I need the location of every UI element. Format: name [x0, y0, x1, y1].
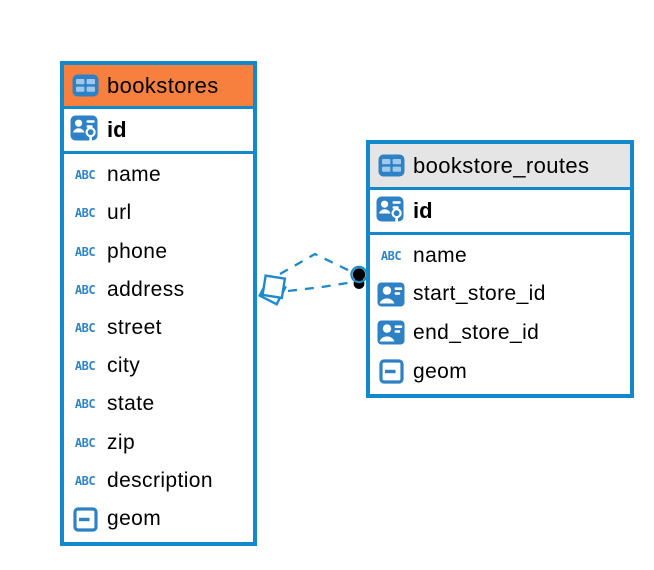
column-row[interactable]: ABC phone: [64, 232, 253, 270]
text-type-icon: ABC: [74, 435, 96, 450]
column-row-id[interactable]: id: [370, 190, 630, 235]
column-row[interactable]: ABC city: [64, 347, 253, 385]
primary-key-icon: [70, 115, 100, 146]
column-name: city: [107, 354, 141, 378]
column-row[interactable]: geom: [370, 352, 630, 391]
column-name: start_store_id: [413, 282, 546, 306]
text-type-icon: ABC: [74, 282, 96, 297]
column-row[interactable]: start_store_id: [370, 275, 630, 314]
table-name: bookstore_routes: [413, 152, 590, 178]
text-type-icon: ABC: [74, 397, 96, 412]
text-type-icon: ABC: [74, 473, 96, 488]
relationship-line-start-store[interactable]: [279, 252, 355, 275]
table-name: bookstores: [107, 72, 219, 98]
column-name: address: [107, 277, 185, 301]
text-type-icon: ABC: [74, 168, 96, 183]
column-name: id: [413, 198, 433, 223]
column-row[interactable]: ABC description: [64, 462, 253, 500]
column-row[interactable]: ABC state: [64, 385, 253, 423]
text-type-icon: ABC: [74, 359, 96, 374]
column-row[interactable]: ABC address: [64, 271, 253, 309]
column-name: street: [107, 315, 162, 339]
relationship-endpoint-dot[interactable]: [350, 265, 368, 289]
column-row[interactable]: ABC url: [64, 194, 253, 232]
column-name: geom: [413, 359, 468, 383]
text-type-icon: ABC: [74, 320, 96, 335]
column-name: url: [107, 201, 132, 225]
text-type-icon: ABC: [380, 248, 402, 263]
table-icon: [70, 74, 100, 97]
column-name: phone: [107, 239, 168, 263]
relationship-line-end-store[interactable]: [287, 280, 355, 293]
column-name: zip: [107, 430, 136, 454]
text-type-icon: ABC: [74, 206, 96, 221]
column-name: id: [107, 117, 127, 142]
column-name: end_store_id: [413, 320, 540, 344]
geometry-type-icon: [70, 507, 100, 532]
column-row[interactable]: end_store_id: [370, 314, 630, 353]
table-bookstores[interactable]: bookstores id ABC name: [60, 61, 257, 546]
table-icon: [376, 154, 406, 177]
primary-key-icon: [376, 196, 406, 227]
geometry-type-icon: [376, 359, 406, 384]
table-bookstore-routes-columns: ABC name start_store_id: [370, 235, 630, 394]
foreign-key-icon: [376, 320, 406, 345]
column-row-id[interactable]: id: [64, 109, 253, 154]
column-name: description: [107, 468, 213, 492]
table-bookstores-columns: ABC name ABC url ABC phone ABC address A…: [64, 154, 253, 542]
text-type-icon: ABC: [74, 244, 96, 259]
column-row[interactable]: geom: [64, 500, 253, 539]
column-name: geom: [107, 507, 162, 531]
column-row[interactable]: ABC zip: [64, 423, 253, 461]
relationship-source-anchor[interactable]: [258, 274, 287, 306]
column-row[interactable]: ABC street: [64, 309, 253, 347]
foreign-key-icon: [376, 282, 406, 307]
column-name: state: [107, 392, 155, 416]
column-row[interactable]: ABC name: [370, 237, 630, 275]
column-row[interactable]: ABC name: [64, 156, 253, 194]
column-name: name: [413, 243, 468, 267]
column-name: name: [107, 163, 162, 187]
table-bookstore-routes-header[interactable]: bookstore_routes: [370, 144, 630, 190]
table-bookstore-routes[interactable]: bookstore_routes id ABC name: [366, 140, 634, 398]
table-bookstores-header[interactable]: bookstores: [64, 65, 253, 109]
